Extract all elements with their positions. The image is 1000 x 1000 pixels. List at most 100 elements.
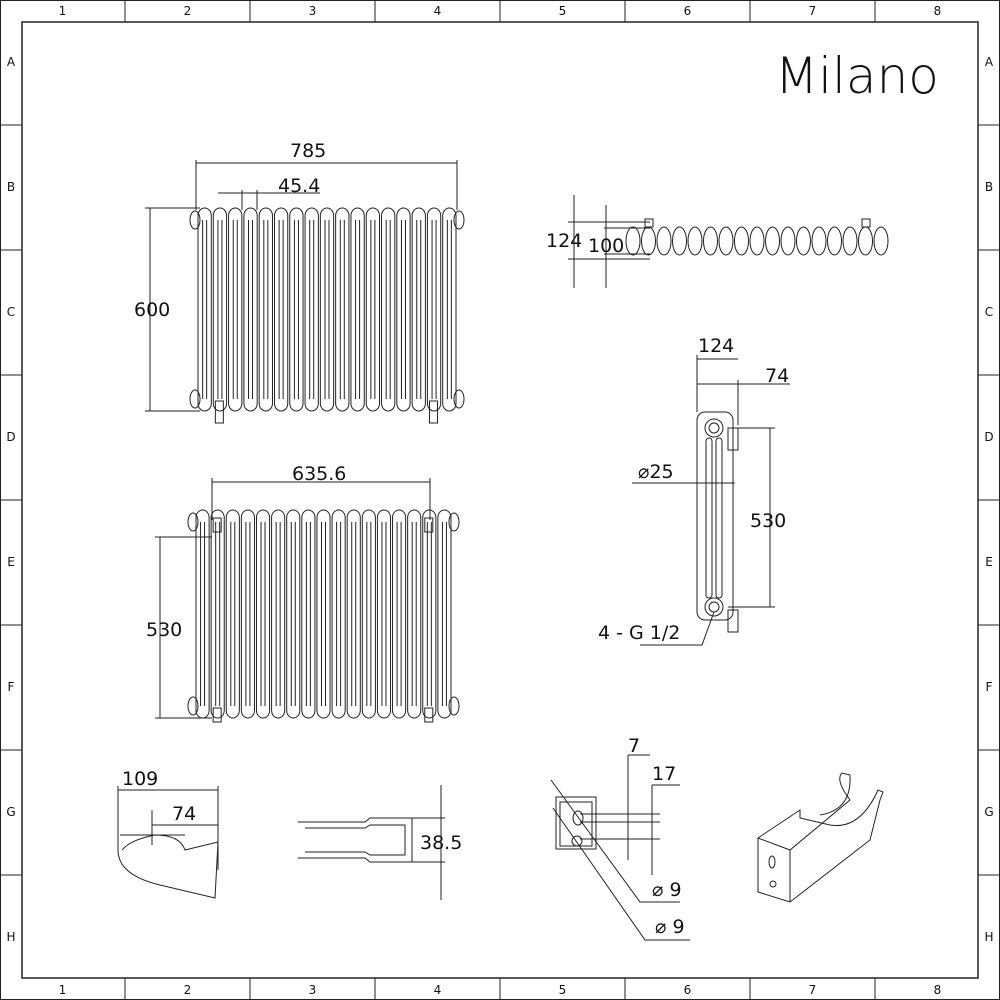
wall-bracket: [212, 707, 222, 723]
row-label: F: [8, 680, 15, 694]
end-cap: [189, 389, 201, 409]
row-label: G: [6, 805, 15, 819]
column-label: 5: [559, 983, 567, 997]
top-section: [734, 226, 749, 256]
rear-view: 635.6 530: [146, 463, 460, 723]
end-cap: [448, 512, 460, 532]
tube-diameter-label: ⌀25: [638, 461, 674, 483]
row-label: E: [985, 555, 993, 569]
column-label: 7: [809, 983, 817, 997]
column-label: 8: [934, 4, 942, 18]
end-cap: [187, 512, 199, 532]
row-label: H: [6, 930, 15, 944]
row-label: G: [984, 805, 993, 819]
top-section: [858, 226, 873, 256]
column-label: 1: [59, 4, 67, 18]
bracket-offset-label: 74: [172, 803, 196, 825]
radiator-section: [411, 207, 426, 412]
connections-label: 4 - G 1/2: [598, 622, 680, 644]
wall-bracket: [428, 400, 438, 424]
inner-depth-label: 100: [588, 235, 624, 257]
top-section: [827, 226, 842, 256]
column-label: 5: [559, 4, 567, 18]
row-label: H: [984, 930, 993, 944]
top-view: 124 100: [546, 195, 889, 288]
radiator-section: [426, 207, 442, 412]
column-label: 6: [684, 983, 692, 997]
radiator-section: [273, 207, 289, 412]
centres-label: 530: [750, 510, 786, 532]
end-cap: [453, 210, 465, 230]
hole2-label: ⌀ 9: [655, 916, 685, 938]
radiator-section: [289, 207, 304, 412]
bracket-length-label: 109: [122, 768, 158, 790]
radiator-section: [365, 207, 381, 412]
radiator-section: [210, 509, 225, 719]
end-cap: [448, 696, 460, 716]
row-label: E: [7, 555, 15, 569]
radiator-section: [350, 207, 365, 412]
radiator-section: [442, 207, 457, 412]
radiator-section: [361, 509, 376, 719]
radiator-section: [319, 207, 335, 412]
radiator-section: [437, 509, 452, 719]
radiator-section: [195, 509, 210, 719]
row-label: C: [985, 305, 993, 319]
radiator-section: [212, 207, 228, 412]
bracket-height-label: 530: [146, 619, 182, 641]
radiator-section: [197, 207, 212, 412]
column-label: 4: [434, 983, 442, 997]
radiator-section: [255, 509, 271, 719]
column-label: 3: [309, 983, 317, 997]
top-section: [811, 226, 827, 256]
radiator-section: [240, 509, 255, 719]
row-label: D: [6, 430, 15, 444]
bracket-front-view: 7 17 ⌀ 9 ⌀ 9: [550, 735, 690, 941]
column-label: 7: [809, 4, 817, 18]
top-section: [672, 226, 687, 256]
slot-label: 7: [628, 735, 640, 757]
wall-bracket: [214, 400, 224, 424]
column-label: 4: [434, 4, 442, 18]
bracket-side-view: 109 74: [117, 768, 219, 899]
side-depth-label: 124: [698, 335, 734, 357]
end-cap: [453, 389, 465, 409]
radiator-section: [407, 509, 422, 719]
column-label: 6: [684, 4, 692, 18]
column-label: 3: [309, 4, 317, 18]
row-label: C: [7, 305, 15, 319]
radiator-section: [346, 509, 361, 719]
radiator-section: [228, 207, 243, 412]
radiator-section: [422, 509, 437, 719]
top-section: [641, 226, 656, 256]
end-cap: [189, 210, 201, 230]
wall-bracket: [424, 707, 434, 723]
height-label: 600: [134, 299, 170, 321]
end-cap: [187, 696, 199, 716]
radiator-section: [271, 509, 286, 719]
top-section: [842, 226, 858, 256]
column-label: 2: [184, 983, 192, 997]
wall-bracket: [212, 517, 222, 533]
row-label: A: [985, 55, 994, 69]
top-section: [656, 226, 672, 256]
column-label: 8: [934, 983, 942, 997]
pitch-label: 45.4: [278, 175, 320, 197]
column-label: 2: [184, 4, 192, 18]
top-section: [765, 226, 780, 256]
radiator-section: [396, 207, 411, 412]
radiator-section: [335, 207, 350, 412]
row-label: A: [7, 55, 16, 69]
radiator-section: [243, 207, 258, 412]
hole-spacing-label: 17: [652, 763, 676, 785]
hole1-label: ⌀ 9: [652, 879, 682, 901]
top-section: [780, 226, 796, 256]
row-label: F: [986, 680, 993, 694]
radiator-section: [225, 509, 240, 719]
top-section: [718, 226, 734, 256]
column-label: 1: [59, 983, 67, 997]
side-offset-label: 74: [765, 365, 789, 387]
